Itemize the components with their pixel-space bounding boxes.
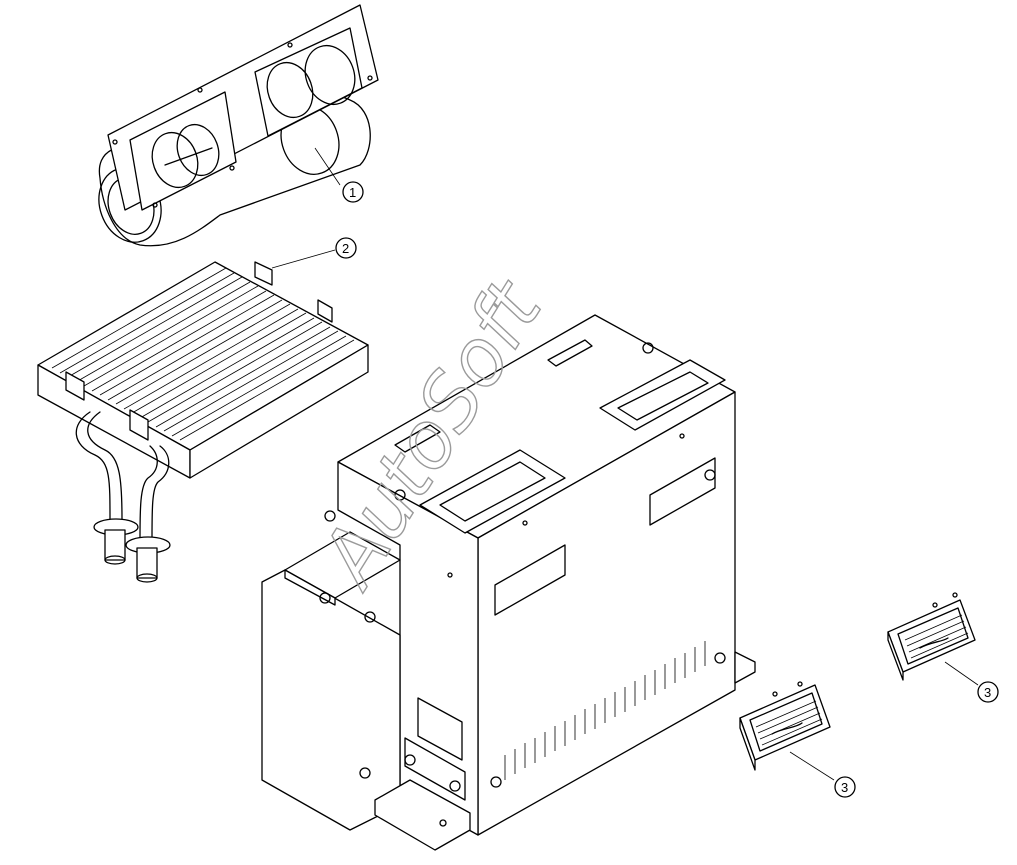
radiator-fins [51, 267, 355, 441]
vent-louvres [504, 641, 706, 780]
callout-circle [342, 181, 364, 203]
callout-label: 3 [984, 685, 991, 700]
callout-circle [834, 776, 856, 798]
heater-housing-unit [261, 314, 756, 851]
callout-label: 1 [349, 185, 356, 200]
callout-1: 1 [314, 147, 364, 203]
callout-label: 2 [342, 241, 349, 256]
blower-fan-assembly-icon [98, 4, 379, 247]
callout-circle [977, 681, 999, 703]
callout-3-right: 3 [944, 661, 999, 703]
heater-core-radiator-icon [37, 261, 369, 583]
air-vent-grille-icon [739, 592, 976, 771]
callout-label: 3 [841, 780, 848, 795]
callout-3-left: 3 [789, 751, 856, 798]
callout-circle [335, 237, 357, 259]
callout-2: 2 [271, 237, 357, 269]
